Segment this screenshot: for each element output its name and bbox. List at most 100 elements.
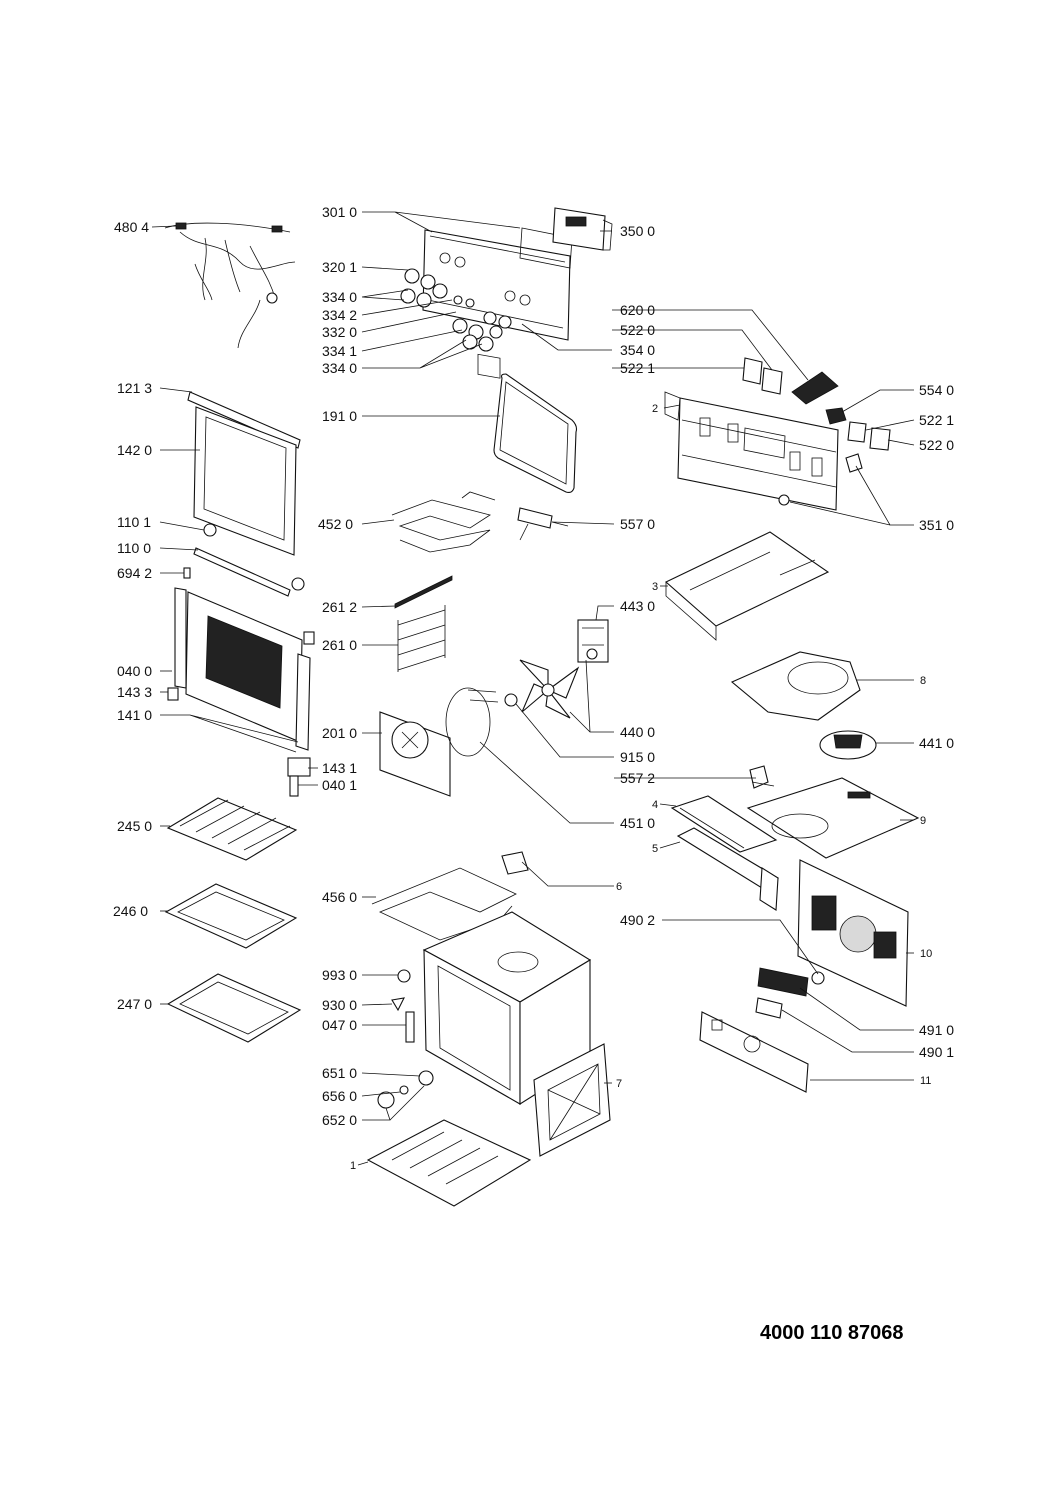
- temperature-sensor-part: [749, 765, 775, 789]
- label-3: 3: [652, 581, 658, 593]
- label-5: 5: [652, 843, 658, 855]
- label-354-0: 354 0: [620, 342, 655, 358]
- rear-panel-part: [746, 777, 920, 859]
- circular-element-part: [445, 687, 499, 757]
- label-651-0: 651 0: [322, 1065, 357, 1081]
- label-8: 8: [920, 675, 926, 687]
- deep-tray-part: [166, 973, 302, 1043]
- motor-assembly-part: [819, 730, 877, 760]
- label-141-0: 141 0: [117, 707, 152, 723]
- side-racks-part: [394, 575, 453, 672]
- electronic-board-part: [699, 1011, 809, 1093]
- label-930-0: 930 0: [322, 997, 357, 1013]
- board-bracket-part: [676, 827, 780, 911]
- label-554-0: 554 0: [919, 382, 954, 398]
- label-993-0: 993 0: [322, 967, 357, 983]
- label-261-2: 261 2: [322, 599, 357, 615]
- document-number: 4000 110 87068: [760, 1322, 904, 1344]
- thermostat-probe-part: [517, 507, 569, 541]
- label-557-2: 557 2: [620, 770, 655, 786]
- label-440-0: 440 0: [620, 724, 655, 740]
- back-frame-part: [533, 1043, 611, 1157]
- label-040-0: 040 0: [117, 663, 152, 679]
- label-2: 2: [652, 403, 658, 415]
- shallow-tray-part: [164, 883, 298, 949]
- clip-part: [183, 567, 191, 579]
- label-261-0: 261 0: [322, 637, 357, 653]
- bottom-plate-part: [366, 1119, 532, 1207]
- terminal-blocks-part: [755, 967, 825, 1019]
- label-11: 11: [920, 1075, 931, 1087]
- part-labels: 480 4 301 0 350 0 320 1 334 0 334 2 332 …: [113, 204, 954, 1172]
- label-245-0: 245 0: [117, 818, 152, 834]
- label-441-0: 441 0: [919, 735, 954, 751]
- lamp-parts-part: [391, 969, 415, 1043]
- label-652-0: 652 0: [322, 1112, 357, 1128]
- label-10: 10: [920, 948, 932, 960]
- label-201-0: 201 0: [322, 725, 357, 741]
- label-332-0: 332 0: [322, 324, 357, 340]
- label-1: 1: [350, 1160, 356, 1172]
- label-452-0: 452 0: [318, 516, 353, 532]
- door-gasket-part: [493, 373, 578, 494]
- label-301-0: 301 0: [322, 204, 357, 220]
- label-047-0: 047 0: [322, 1017, 357, 1033]
- label-490-2: 490 2: [620, 912, 655, 928]
- label-4: 4: [652, 799, 658, 811]
- label-246-0: 246 0: [113, 903, 148, 919]
- label-350-0: 350 0: [620, 223, 655, 239]
- display-module-part: [552, 207, 613, 251]
- label-7: 7: [616, 1078, 622, 1090]
- grill-element-part: [391, 491, 496, 553]
- label-456-0: 456 0: [322, 889, 357, 905]
- label-334-2: 334 2: [322, 307, 357, 323]
- fan-blade-part: [519, 659, 580, 719]
- label-451-0: 451 0: [620, 815, 655, 831]
- label-557-0: 557 0: [620, 516, 655, 532]
- label-110-1: 110 1: [117, 514, 151, 530]
- element-bracket-part: [501, 851, 529, 875]
- fan-housing-part: [379, 711, 451, 797]
- fan-motor-part: [577, 619, 609, 663]
- rail-bracket-part: [670, 795, 778, 853]
- door-lower-trim-part: [193, 523, 305, 597]
- inner-door-glass-part: [193, 406, 297, 556]
- switch-blocks-part: [742, 357, 839, 405]
- label-334-0-a: 334 0: [322, 289, 357, 305]
- wire-rack-part: [166, 797, 298, 861]
- label-694-2: 694 2: [117, 565, 152, 581]
- label-351-0: 351 0: [919, 517, 954, 533]
- fan-cover-part: [730, 651, 861, 721]
- label-143-1: 143 1: [322, 760, 357, 776]
- right-switches-part: [778, 407, 891, 506]
- door-top-trim-part: [187, 391, 301, 449]
- fan-nut-part: [504, 693, 518, 707]
- label-490-1: 490 1: [919, 1044, 954, 1060]
- label-491-0: 491 0: [919, 1022, 954, 1038]
- control-bracket-part: [664, 391, 839, 511]
- lamp-cover-part: [377, 1070, 434, 1109]
- leader-lines: [151, 211, 915, 1166]
- door-hinge-part: [287, 757, 311, 797]
- control-knobs-part: [400, 268, 512, 352]
- label-522-0-b: 522 0: [919, 437, 954, 453]
- label-522-1-b: 522 1: [919, 412, 954, 428]
- label-334-0-b: 334 0: [322, 360, 357, 376]
- label-656-0: 656 0: [322, 1088, 357, 1104]
- label-522-1-a: 522 1: [620, 360, 655, 376]
- label-6: 6: [616, 881, 622, 893]
- label-320-1: 320 1: [322, 259, 357, 275]
- top-cover-part: [665, 531, 830, 641]
- label-121-3: 121 3: [117, 380, 152, 396]
- label-522-0-a: 522 0: [620, 322, 655, 338]
- label-620-0: 620 0: [620, 302, 655, 318]
- label-143-3: 143 3: [117, 684, 152, 700]
- label-443-0: 443 0: [620, 598, 655, 614]
- wiring-harness-part: [164, 222, 296, 349]
- label-334-1: 334 1: [322, 343, 357, 359]
- label-040-1: 040 1: [322, 777, 357, 793]
- outer-door-part: [167, 587, 315, 751]
- label-142-0: 142 0: [117, 442, 152, 458]
- label-191-0: 191 0: [322, 408, 357, 424]
